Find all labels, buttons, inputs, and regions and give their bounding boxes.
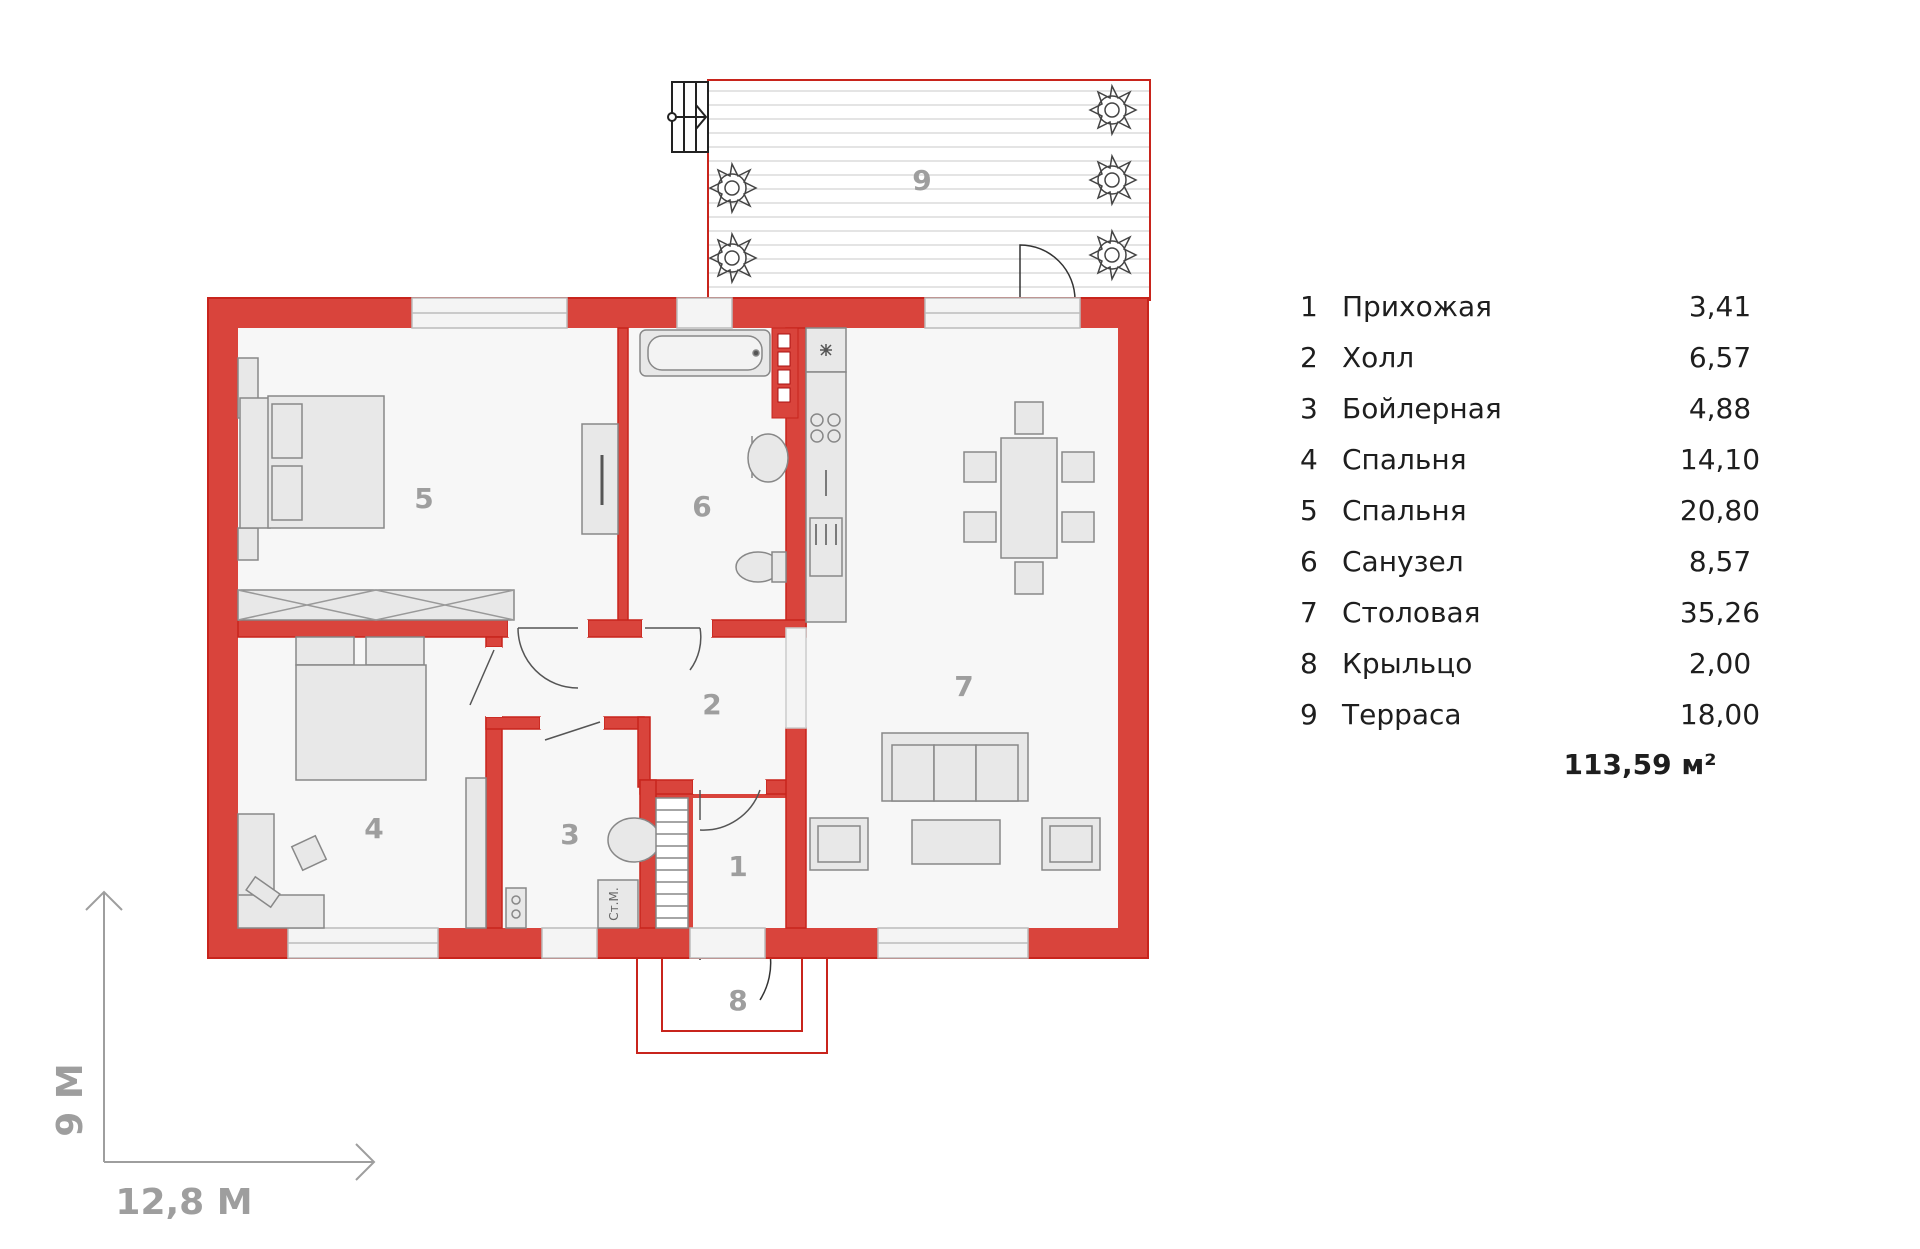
legend-room-area: 2,00 [1688, 647, 1752, 680]
legend-room-name: Столовая [1342, 596, 1481, 629]
legend-room-area: 20,80 [1679, 494, 1761, 527]
legend-room-area: 3,41 [1688, 290, 1752, 323]
doors [469, 620, 807, 831]
bathroom-furniture [639, 329, 789, 583]
legend-room-name: Санузел [1342, 545, 1464, 578]
legend-room-number: 7 [1300, 596, 1318, 629]
legend-room-number: 2 [1300, 341, 1318, 374]
windows [287, 297, 1081, 959]
room-number-7: 7 [954, 670, 973, 703]
porch [636, 952, 828, 1054]
room-number-5: 5 [414, 482, 433, 515]
dimension-width: 12,8 М [115, 1182, 252, 1223]
legend-room-name: Крыльцо [1342, 647, 1473, 680]
legend-room-name: Спальня [1342, 443, 1467, 476]
kitchen [805, 327, 847, 623]
room-number-3: 3 [560, 818, 579, 851]
legend-room-name: Спальня [1342, 494, 1467, 527]
room-number-6: 6 [692, 490, 711, 523]
legend-row: 4 Спальня 14,10 [1300, 443, 1860, 494]
room-numbers: 9 5 6 7 2 4 3 1 8 [364, 164, 973, 1017]
legend-row: 2 Холл 6,57 [1300, 341, 1860, 392]
room-number-4: 4 [364, 812, 383, 845]
legend-room-number: 4 [1300, 443, 1318, 476]
legend-room-number: 1 [1300, 290, 1318, 323]
dimension-arrows [85, 890, 376, 1181]
legend-row: 7 Столовая 35,26 [1300, 596, 1860, 647]
dining-furniture [809, 401, 1101, 871]
chimney [771, 327, 799, 419]
legend-room-number: 9 [1300, 698, 1318, 731]
legend-row: 9 Терраса 18,00 [1300, 698, 1860, 749]
legend-row: 1 Прихожая 3,41 [1300, 290, 1860, 341]
room-number-9: 9 [912, 164, 931, 197]
legend-room-area: 18,00 [1679, 698, 1761, 731]
plant-icon [708, 83, 1138, 285]
legend-row: 3 Бойлерная 4,88 [1300, 392, 1860, 443]
legend-room-name: Терраса [1342, 698, 1462, 731]
dimension-height: 9 М [50, 1063, 91, 1136]
terrace [667, 79, 1151, 301]
room-number-8: 8 [728, 984, 747, 1017]
legend-room-area: 8,57 [1688, 545, 1752, 578]
legend-row: 8 Крыльцо 2,00 [1300, 647, 1860, 698]
legend-row: 5 Спальня 20,80 [1300, 494, 1860, 545]
boiler-label: Ст.М. [607, 887, 621, 920]
legend-room-number: 5 [1300, 494, 1318, 527]
total-area: 113,59 м² [1563, 748, 1717, 781]
legend-room-number: 6 [1300, 545, 1318, 578]
boiler-room-furniture: Ст.М. [505, 797, 689, 929]
legend-room-area: 35,26 [1679, 596, 1761, 629]
legend-room-area: 4,88 [1688, 392, 1752, 425]
legend-room-area: 14,10 [1679, 443, 1761, 476]
bedroom-4-furniture [237, 636, 487, 929]
legend-room-name: Бойлерная [1342, 392, 1502, 425]
legend-room-number: 8 [1300, 647, 1318, 680]
legend-room-name: Холл [1342, 341, 1415, 374]
terrace-steps [667, 81, 709, 153]
legend-room-area: 6,57 [1688, 341, 1752, 374]
interior-walls [237, 327, 807, 929]
legend-row: 6 Санузел 8,57 [1300, 545, 1860, 596]
legend-room-number: 3 [1300, 392, 1318, 425]
legend-room-name: Прихожая [1342, 290, 1492, 323]
room-number-2: 2 [702, 688, 721, 721]
room-number-1: 1 [728, 850, 747, 883]
bedroom-5-furniture [237, 357, 619, 621]
